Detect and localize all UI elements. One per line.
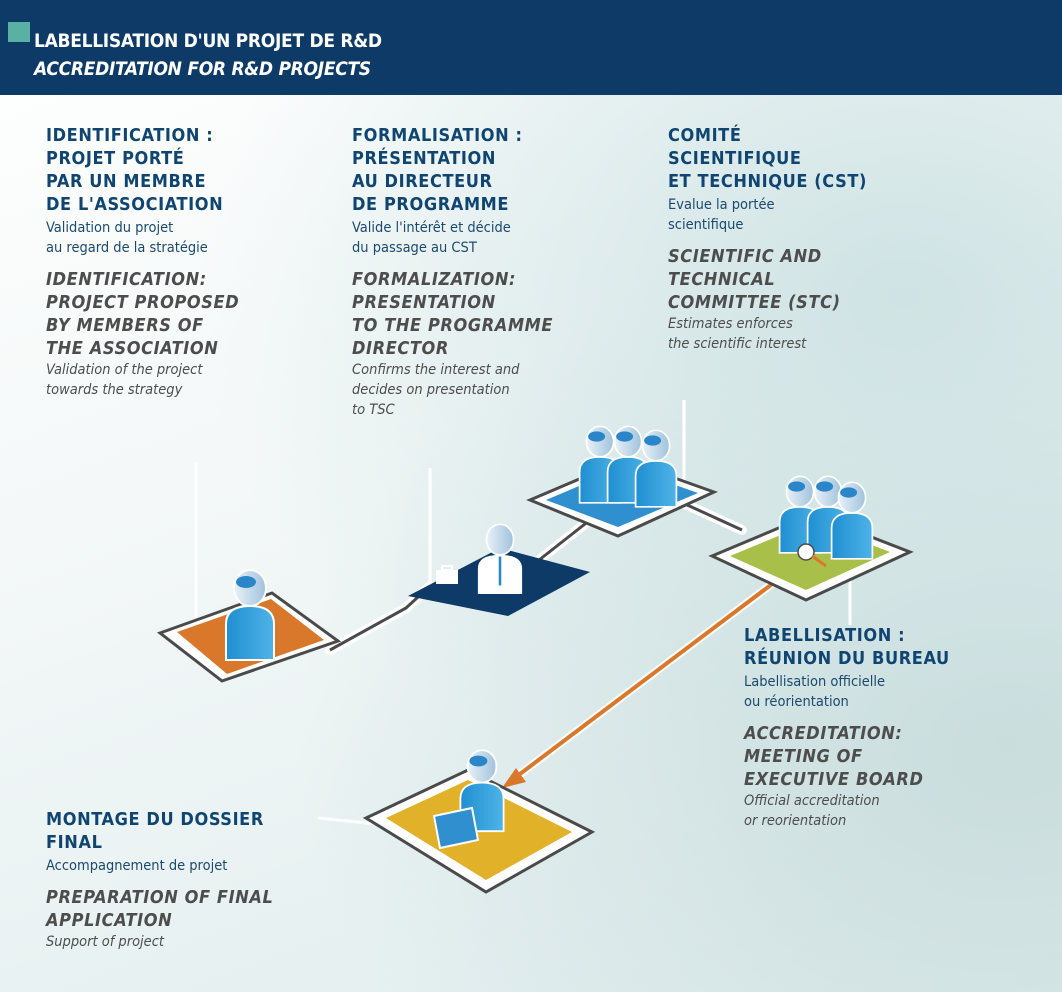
step-formalisation: FORMALISATION : PRÉSENTATION AU DIRECTEU…: [352, 124, 553, 420]
platform-cst: [526, 425, 718, 538]
person-icon: [225, 569, 275, 661]
step-cst: COMITÉ SCIENTIFIQUE ET TECHNIQUE (CST) E…: [668, 124, 867, 354]
step-title-fr: MONTAGE DU DOSSIER FINAL: [46, 809, 264, 853]
step-title-en: ACCREDITATION: MEETING OF EXECUTIVE BOAR…: [744, 723, 924, 790]
board-icon: [778, 475, 874, 560]
folder-icon: [432, 806, 480, 850]
step-title-en: IDENTIFICATION: PROJECT PROPOSED BY MEMB…: [46, 269, 240, 359]
step-desc-en: Validation of the project towards the st…: [46, 362, 203, 398]
platform-final: [362, 749, 596, 894]
step-identification: IDENTIFICATION : PROJET PORTÉ PAR UN MEM…: [46, 124, 239, 400]
step-desc-fr: Evalue la portée scientifique: [668, 197, 775, 233]
step-title-fr: COMITÉ SCIENTIFIQUE ET TECHNIQUE (CST): [668, 125, 868, 192]
return-arrow: [502, 574, 783, 788]
step-title-en: PREPARATION OF FINAL APPLICATION: [46, 887, 274, 931]
step-desc-en: Official accreditation or reorientation: [744, 793, 880, 829]
step-desc-en: Confirms the interest and decides on pre…: [352, 362, 520, 418]
page-title: LABELLISATION D'UN PROJET DE R&D: [34, 30, 382, 52]
step-desc-fr: Accompagnement de projet: [46, 858, 228, 874]
stamp-icon: [797, 543, 827, 568]
platform-identification: [156, 569, 342, 683]
step-title-fr: LABELLISATION : RÉUNION DU BUREAU: [744, 625, 950, 669]
header-bar: LABELLISATION D'UN PROJET DE R&D ACCREDI…: [0, 0, 1062, 95]
step-title-fr: IDENTIFICATION : PROJET PORTÉ PAR UN MEM…: [46, 125, 224, 215]
step-desc-en: Estimates enforces the scientific intere…: [668, 316, 807, 352]
director-icon: [477, 523, 523, 594]
platform-labellisation: [708, 475, 914, 602]
committee-icon: [578, 425, 678, 508]
platform-formalisation: [408, 523, 590, 616]
step-final: MONTAGE DU DOSSIER FINAL Accompagnement …: [46, 808, 273, 952]
header-accent: [8, 22, 30, 42]
step-labellisation: LABELLISATION : RÉUNION DU BUREAU Labell…: [744, 624, 950, 831]
step-title-en: FORMALIZATION: PRESENTATION TO THE PROGR…: [352, 269, 554, 359]
step-desc-fr: Valide l'intérêt et décide du passage au…: [352, 220, 511, 256]
briefcase-icon: [436, 565, 458, 584]
step-title-fr: FORMALISATION : PRÉSENTATION AU DIRECTEU…: [352, 125, 523, 215]
page-subtitle: ACCREDITATION FOR R&D PROJECTS: [34, 58, 371, 80]
step-desc-en: Support of project: [46, 934, 164, 950]
step-desc-fr: Validation du projet au regard de la str…: [46, 220, 208, 256]
step-title-en: SCIENTIFIC AND TECHNICAL COMMITTEE (STC): [668, 246, 841, 313]
step-desc-fr: Labellisation officielle ou réorientatio…: [744, 674, 886, 710]
